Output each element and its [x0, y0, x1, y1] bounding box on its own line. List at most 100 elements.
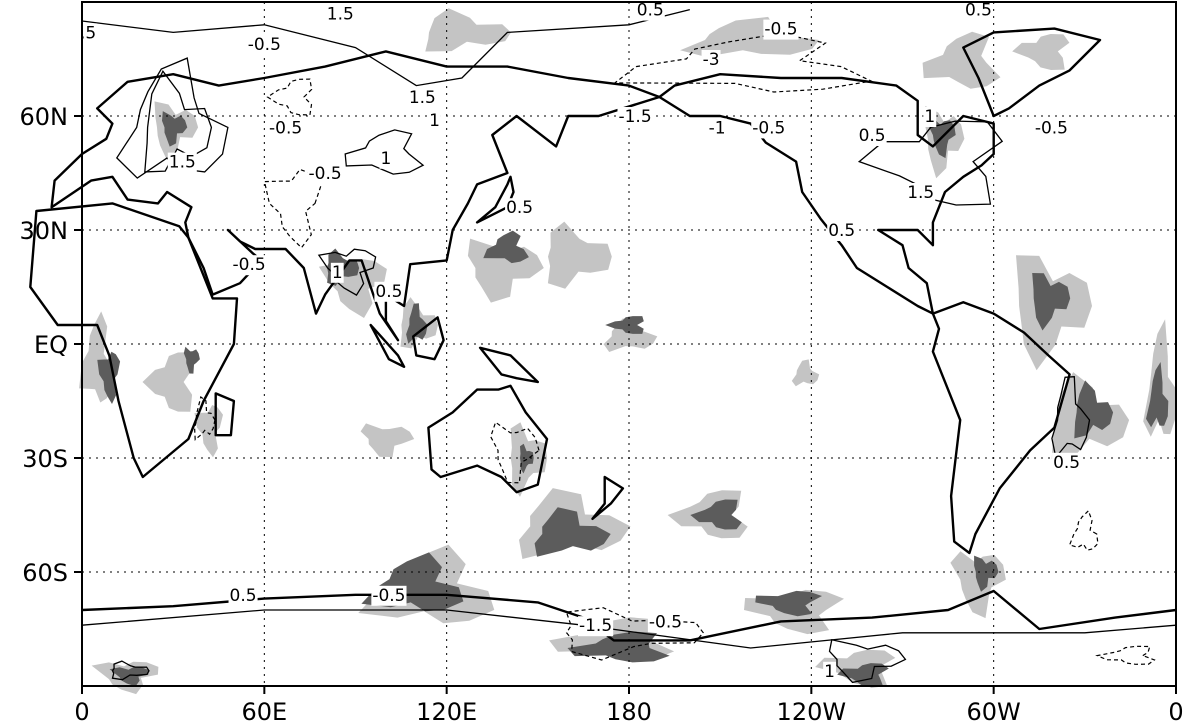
contour-positive — [81, 609, 1177, 649]
contour-label: 0.5 — [506, 198, 533, 218]
contour-label: 1.5 — [907, 183, 934, 203]
coastline — [369, 323, 406, 368]
contour-negative — [490, 421, 540, 484]
contour-label-background — [371, 585, 407, 606]
contour-label: 0.5 — [1053, 453, 1080, 473]
contour-label-background — [428, 110, 441, 131]
contour-label: -0.5 — [233, 255, 266, 275]
light-shading-area — [922, 31, 1001, 89]
contour-label-background — [379, 148, 393, 169]
contour-label-background — [228, 585, 258, 606]
contour-label-background — [307, 164, 343, 184]
coastline — [412, 316, 445, 361]
coastline — [214, 392, 236, 437]
contour-label: -0.5 — [764, 20, 797, 40]
contour-label-background — [231, 255, 267, 276]
contour-label-background — [827, 221, 857, 241]
contour-label-background — [617, 107, 653, 127]
x-tick-label: 60W — [967, 698, 1021, 726]
dark-shading-areas — [97, 111, 1169, 688]
y-axis-ticks: 60N 30N EQ 30S 60S — [20, 103, 82, 587]
dark-shading-area — [974, 555, 999, 592]
dark-shading-area — [837, 663, 889, 688]
contour-negative — [266, 78, 313, 116]
dark-shading-area — [97, 351, 121, 404]
coastline — [591, 475, 625, 520]
light-shading-area — [680, 16, 819, 57]
contour-label-background — [823, 661, 836, 682]
light-shading-area — [425, 8, 511, 52]
dark-shading-area — [162, 111, 188, 147]
contour-lines — [81, 8, 1177, 684]
contour-label-background — [906, 183, 936, 203]
dark-shading-area — [520, 443, 534, 474]
x-tick-label: 60E — [241, 698, 287, 726]
contour-label: -0.5 — [649, 612, 682, 632]
contour-label: 1.5 — [169, 153, 196, 173]
contour-label-background — [325, 4, 355, 25]
light-shading-area — [1012, 34, 1070, 70]
y-tick-label: EQ — [34, 331, 68, 359]
contour-label-background — [647, 612, 684, 633]
contour-label-background — [963, 0, 993, 21]
y-tick-label: 60S — [22, 559, 68, 587]
x-tick-label: 0 — [1168, 698, 1183, 726]
dark-shading-area — [755, 590, 822, 617]
light-shading-area — [547, 221, 612, 289]
contour-label-background — [78, 23, 98, 44]
contour-label: 1 — [824, 662, 835, 682]
coastline — [931, 301, 1071, 555]
dark-shading-area — [1146, 362, 1169, 428]
contour-positive — [115, 57, 229, 179]
x-tick-label: 180 — [606, 698, 652, 726]
contour-label-background — [577, 616, 614, 637]
contour-label: -0.5 — [309, 164, 342, 184]
contour-label: -0.5 — [269, 118, 302, 138]
dark-shading-area — [534, 507, 611, 557]
contour-label: 1.5 — [409, 88, 436, 108]
dark-shading-area — [690, 499, 742, 530]
y-tick-label: 30S — [22, 445, 68, 473]
contour-label: 0.5 — [859, 126, 886, 146]
x-tick-label: 0 — [74, 698, 89, 726]
contour-label-background — [751, 118, 787, 139]
dark-shading-area — [109, 666, 149, 687]
contour-label: 1 — [332, 263, 343, 283]
contour-label-background — [246, 34, 282, 55]
contour-label-background — [407, 88, 437, 108]
contour-label-background — [374, 281, 404, 302]
contour-label: -1 — [709, 118, 726, 138]
contour-positive — [344, 129, 425, 175]
contour-positive — [1051, 376, 1091, 459]
contour-label: -1.5 — [579, 616, 612, 636]
gridlines — [82, 2, 1176, 686]
coastline — [962, 27, 1102, 118]
contour-label: 0.5 — [637, 1, 664, 21]
contour-label: .5 — [80, 23, 96, 43]
contour-labels: .51.5-0.50.5-0.5-30.51.511.5-0.5-0.510.5… — [78, 0, 1082, 682]
contour-label: 1.5 — [327, 4, 354, 24]
x-tick-label: 120E — [416, 698, 477, 726]
dark-shading-area — [406, 303, 428, 344]
contour-label-background — [1052, 452, 1082, 473]
coastline — [50, 50, 661, 342]
contour-label: 1 — [924, 107, 935, 127]
contour-label-background — [707, 118, 727, 139]
contour-label-background — [635, 0, 665, 21]
contour-positive — [857, 120, 1004, 206]
coastline — [478, 346, 539, 384]
contour-label: -0.5 — [248, 35, 281, 55]
y-tick-label: 30N — [20, 217, 69, 245]
dark-shading-area — [605, 316, 644, 334]
contour-label-background — [167, 152, 197, 173]
contour-negative — [613, 32, 874, 93]
contour-label-background — [1033, 118, 1069, 139]
coastlines — [29, 27, 1177, 642]
contour-negative — [263, 168, 323, 249]
y-tick-label: 60N — [20, 103, 69, 131]
light-shading-area — [791, 359, 820, 387]
contour-negative — [1095, 645, 1156, 665]
contour-label: 1 — [429, 111, 440, 131]
